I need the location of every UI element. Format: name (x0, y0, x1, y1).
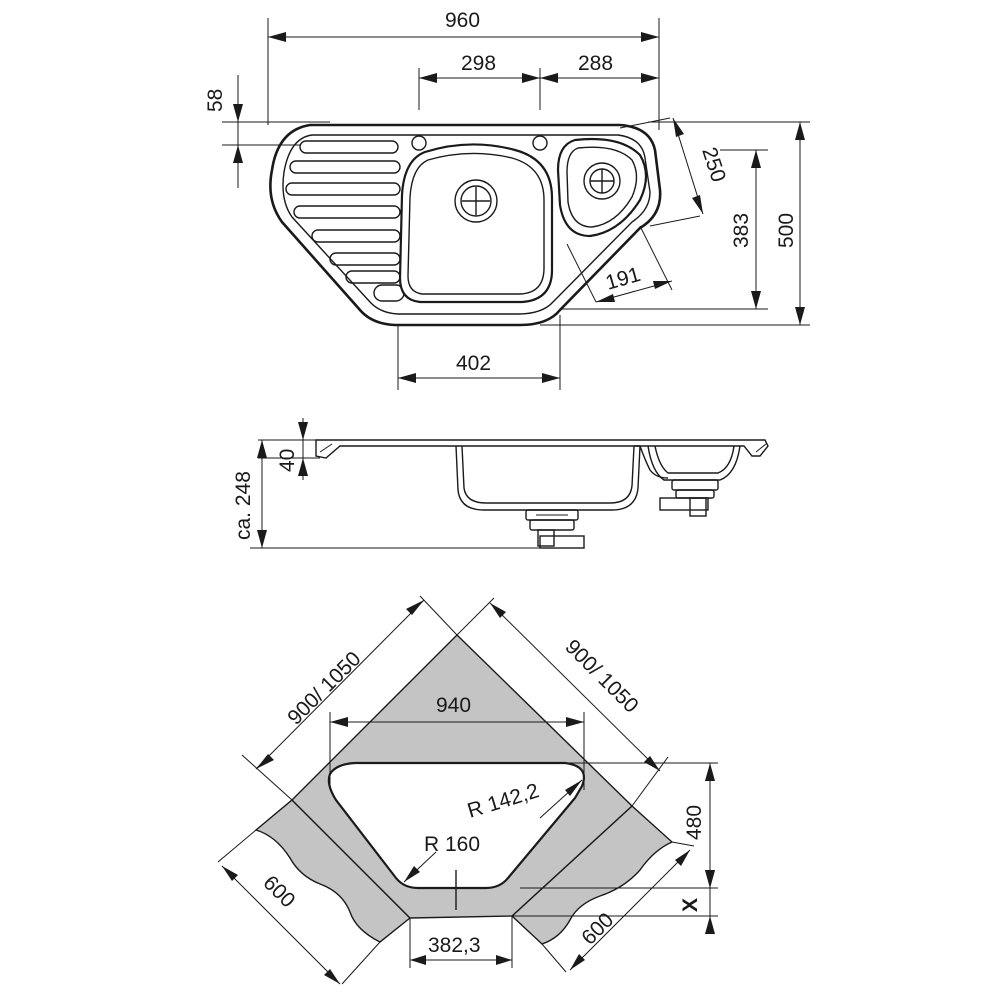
dim-bowl-width: 402 (456, 352, 491, 375)
drainboard-ribs (285, 140, 405, 302)
dim-cutout-depth: 480 (683, 805, 706, 840)
dim-small-bowl-width: 191 (603, 263, 643, 295)
main-bowl (398, 143, 554, 304)
dim-front-width: 382,3 (428, 934, 481, 957)
tap-hole-right (532, 135, 548, 151)
dim-rim-height: 40 (276, 449, 299, 472)
small-bowl-profile (647, 445, 741, 481)
dim-cabinet-depth-right: 600 (577, 908, 618, 949)
dim-cutout-width: 940 (436, 694, 471, 717)
cutout-view: 900/ 1050 900/ 1050 940 R 142,2 R 160 48… (217, 595, 718, 985)
main-bowl-inner (407, 152, 545, 295)
dim-depth-bowl: 383 (730, 213, 753, 248)
dim-depth-edge: 58 (204, 89, 227, 112)
dim-cabinet-depth-left: 600 (258, 871, 299, 912)
worktop-left (254, 799, 412, 943)
top-view: 960 298 288 58 250 500 (204, 9, 810, 390)
dim-offset-x: X (679, 898, 702, 912)
dim-cabinet-left: 900/ 1050 (283, 647, 365, 729)
sink-outline (269, 123, 662, 327)
main-drain-icon (454, 179, 498, 223)
dim-width-total: 960 (445, 9, 480, 32)
tap-hole-left (411, 135, 427, 151)
dim-height-total: ca. 248 (232, 471, 255, 540)
rim-profile (315, 439, 769, 459)
dim-small-bowl-diag: 250 (697, 144, 730, 184)
small-waste-fitting (659, 479, 719, 517)
small-drain-icon (583, 162, 621, 200)
worktop-right (510, 805, 674, 945)
dim-width-right-hole: 288 (578, 52, 613, 75)
main-bowl-profile (455, 445, 641, 511)
dim-cabinet-right: 900/ 1050 (560, 635, 642, 717)
side-view: 40 ca. 248 (232, 418, 769, 549)
dim-depth-total: 500 (775, 213, 798, 248)
dim-radius-small: R 160 (424, 833, 480, 856)
sink-inner-rim (282, 134, 651, 315)
dim-width-left-hole: 298 (461, 52, 496, 75)
small-bowl-inner (566, 146, 638, 228)
main-waste-fitting (525, 509, 585, 549)
